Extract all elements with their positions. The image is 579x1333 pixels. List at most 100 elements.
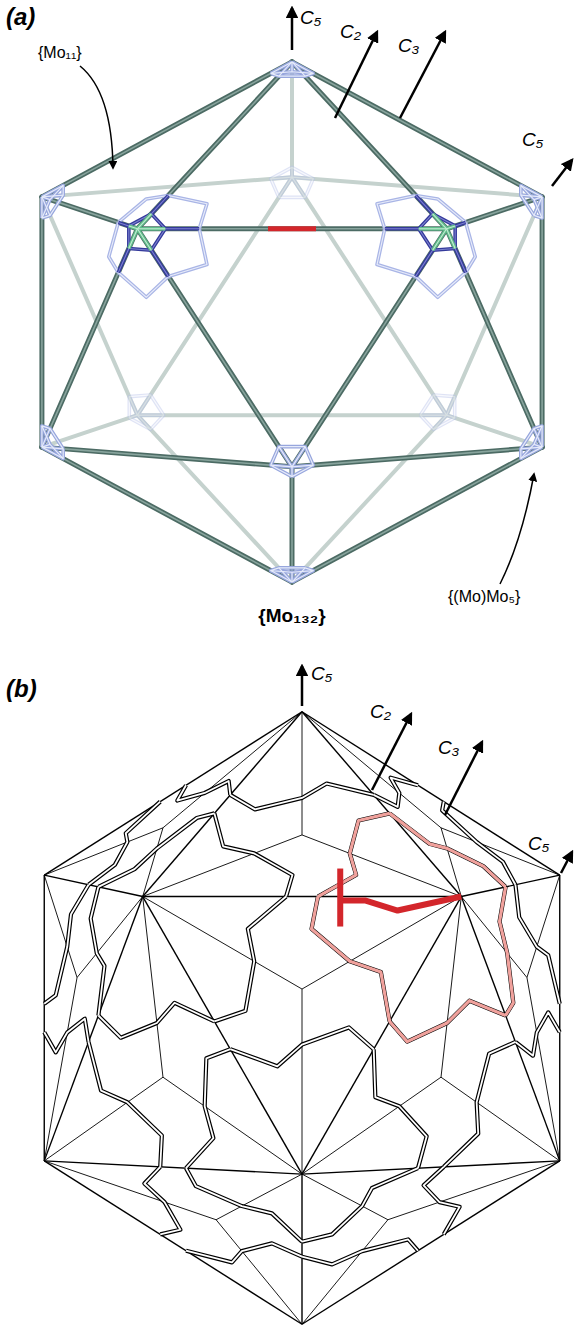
pentagon-stroke: [292, 177, 305, 197]
face-spoke: [441, 828, 560, 875]
pentagon-stroke: [521, 185, 542, 218]
mo11-stroke: [151, 195, 168, 213]
pentagon-stroke: [420, 395, 454, 429]
linker-rod: [137, 229, 292, 467]
face-spoke: [143, 897, 302, 990]
front-edges: [42, 62, 542, 582]
mo11-stroke: [129, 229, 138, 249]
pentagon-stroke: [447, 415, 455, 418]
linker-rod: [540, 197, 545, 447]
pentagon-stroke: [271, 72, 314, 76]
linker-rod: [292, 447, 542, 582]
edges: [44, 712, 559, 1325]
pentagon-stroke: [279, 568, 292, 582]
pentagon-stroke: [521, 447, 542, 458]
pentagon-stroke: [521, 426, 542, 459]
linker-rod: [39, 197, 44, 447]
unit-label: {(Mo)Mo₅}: [448, 588, 520, 606]
pentagon-stroke: [420, 413, 446, 417]
pentagon-stroke: [137, 395, 150, 415]
axis-label: C₅: [300, 8, 321, 29]
pentagon-stroke: [41, 197, 42, 218]
tile-outline: [515, 1012, 559, 1055]
mo11-stroke: [416, 250, 433, 276]
icosahedron-edge: [301, 1174, 302, 1324]
tile-outline: [44, 885, 88, 1004]
pentagon-stroke: [42, 185, 63, 196]
tile-outline: [374, 778, 418, 807]
mo11-stroke: [129, 226, 138, 229]
axis-label: C₃: [438, 738, 459, 759]
tile-outline: [230, 1027, 373, 1066]
pentagon-stroke: [271, 568, 314, 572]
axis-arrow: [552, 160, 572, 186]
tile-outline: [98, 813, 214, 887]
mo11-stroke: [151, 195, 168, 213]
mo11-stroke: [137, 228, 165, 229]
mo11-stroke: [118, 272, 168, 297]
pentagon-stroke: [521, 185, 542, 196]
face-spoke: [44, 978, 77, 1161]
tile-outline: [144, 1167, 180, 1235]
tile-outline: [515, 1012, 559, 1055]
mo11-stroke: [416, 272, 466, 297]
tile-outline: [302, 1168, 418, 1242]
pentagon-stroke: [129, 415, 137, 418]
tile-outline: [302, 1168, 418, 1242]
tile-outline: [515, 885, 559, 1004]
mo11-stroke: [377, 229, 416, 277]
linker-rod: [42, 62, 292, 197]
mo11-stroke: [168, 195, 207, 228]
pentagon-stroke: [292, 571, 313, 582]
axis-label: C₅: [522, 130, 543, 151]
mo11-stroke: [433, 229, 447, 250]
icosahedron-edge: [44, 875, 142, 896]
mo11-stroke: [416, 195, 433, 213]
linker-rod: [42, 229, 138, 447]
pentagon-stroke: [279, 62, 292, 76]
mo11-stroke: [455, 222, 466, 226]
linker-rod: [290, 62, 294, 177]
tile-outline: [98, 1003, 214, 1038]
mo11-stroke: [151, 250, 168, 276]
mo6-pentagon: [271, 447, 314, 477]
linker-rod: [292, 447, 542, 467]
face-spoke: [302, 989, 303, 1174]
mo6-pentagon: [271, 62, 314, 76]
axis-label: C₅: [311, 664, 332, 685]
mo11-stroke: [129, 214, 165, 250]
tile-outline: [44, 1019, 88, 1053]
tile-outline: [91, 887, 105, 1016]
face-spoke: [163, 1077, 302, 1174]
tile-outline: [312, 897, 390, 1022]
pentagon-stroke: [42, 426, 63, 459]
linker-rod: [292, 62, 542, 197]
face-spoke: [44, 1161, 216, 1220]
linker-rod: [42, 197, 138, 229]
tile-outline: [374, 778, 418, 807]
face-spoke: [143, 897, 163, 1078]
face-spoke: [77, 897, 143, 978]
face-spoke: [302, 712, 303, 835]
linker-rod: [42, 447, 292, 582]
mo11-stroke: [109, 222, 119, 272]
pentagon-stroke: [292, 62, 305, 76]
mo6-pentagon: [271, 568, 314, 582]
pentagon-stroke: [42, 195, 63, 197]
pentagon-stroke: [271, 167, 314, 197]
face-spoke: [163, 712, 302, 828]
mo11-stroke: [137, 227, 165, 231]
icosahedron-edge: [302, 712, 560, 875]
linker-rod: [137, 415, 292, 582]
tile-outline: [98, 1003, 214, 1038]
highlight-tile-outline: [312, 897, 390, 1022]
mo11-stroke: [455, 248, 466, 272]
tile-outline: [186, 1243, 302, 1262]
pentagon-stroke: [447, 397, 455, 416]
tile-outline: [230, 1027, 373, 1066]
pentagon-stroke: [433, 415, 446, 429]
tile-outline: [186, 1168, 302, 1242]
mo11-stroke: [385, 227, 419, 231]
tile-outline: [515, 885, 559, 1004]
linker-rod: [292, 229, 447, 467]
